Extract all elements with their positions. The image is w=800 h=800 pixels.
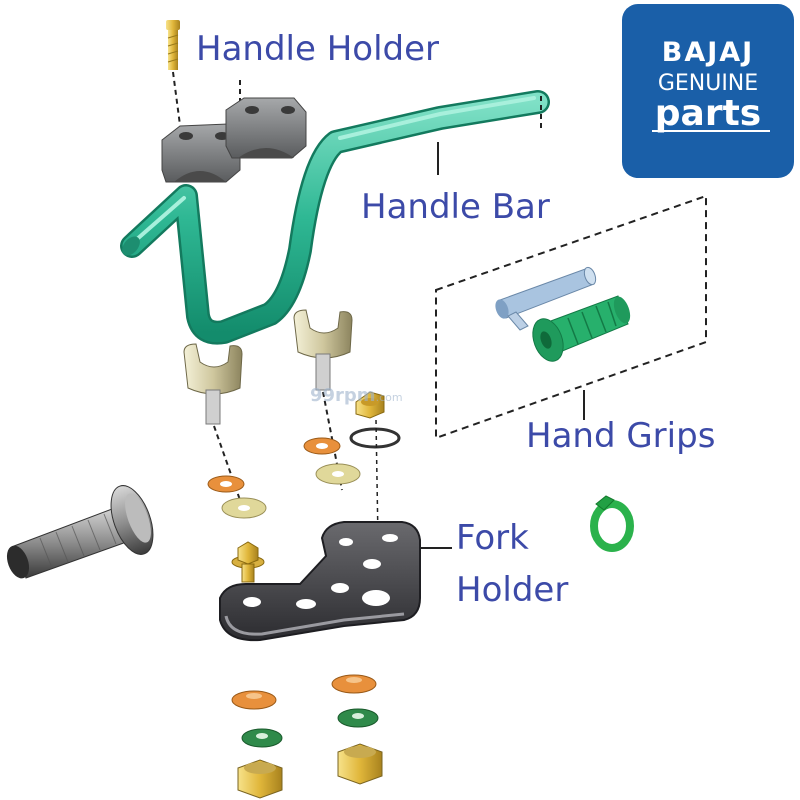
logo-underline (652, 130, 770, 132)
fork-holder-label: Fork Holder (456, 512, 568, 616)
upper-washers (207, 437, 361, 519)
logo-brand: BAJAJ (661, 37, 755, 68)
handle-holder-clamps (161, 97, 307, 183)
lower-washers-and-nuts (231, 674, 383, 799)
bolt-guide-line (172, 71, 181, 126)
bajaj-genuine-parts-logo: BAJAJ GENUINE parts (622, 4, 794, 178)
handle-holder-label: Handle Holder (196, 29, 439, 69)
riser-right (293, 309, 353, 391)
logo-genuine: GENUINE (657, 71, 759, 96)
flange-bolt (231, 541, 265, 583)
hand-grip-green (532, 295, 631, 362)
hand-grips-label: Hand Grips (526, 416, 716, 456)
center-bolt-and-washer (349, 391, 401, 541)
fork-holder-label-line1: Fork (456, 518, 529, 558)
watermark: 99rpm.com (310, 385, 403, 406)
fork-holder-label-line2: Holder (456, 570, 569, 610)
riser-left (183, 343, 243, 425)
logo-parts: parts (654, 93, 762, 134)
fork-holder-plate (219, 521, 452, 642)
watermark-suffix: .com (375, 391, 403, 404)
watermark-main: 99rpm (310, 385, 376, 406)
handle-bar-label: Handle Bar (361, 187, 550, 227)
left-grip-rubber (6, 485, 154, 579)
handle-holder-bolt (166, 20, 180, 70)
hand-grip-light-blue (495, 266, 597, 331)
green-clip (590, 495, 634, 552)
handle-bar (120, 90, 550, 345)
